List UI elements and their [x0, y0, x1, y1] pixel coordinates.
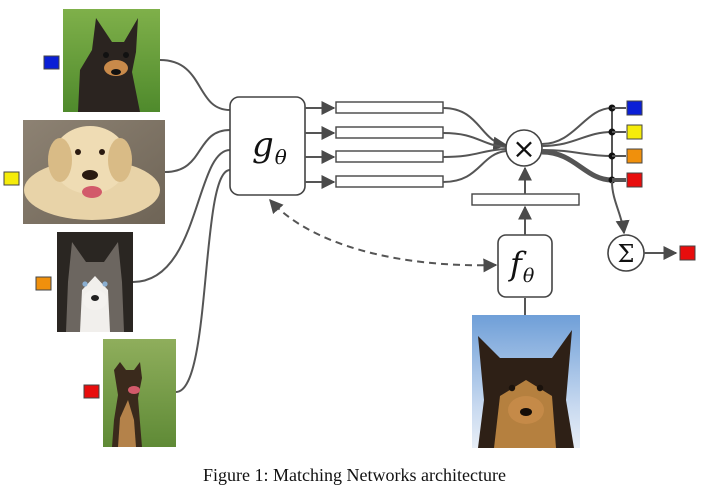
support-embedding-1 [335, 101, 444, 114]
output-label-blue [626, 100, 643, 116]
output-label-orange [626, 148, 643, 164]
multiply-symbol: × [512, 132, 535, 165]
support-embedding-2 [335, 126, 444, 139]
husky-image [57, 232, 133, 332]
label-red [83, 384, 100, 399]
chihuahua-image [63, 9, 160, 112]
output-label-yellow [626, 124, 643, 140]
sum-symbol: Σ [618, 240, 635, 268]
label-yellow [3, 171, 20, 186]
label-blue [43, 55, 60, 70]
g-theta-label: gθ [252, 125, 287, 169]
labrador-image [23, 120, 165, 224]
shared-parameter-link [269, 198, 498, 273]
output-label-red [626, 172, 643, 188]
german-shepherd-image [103, 339, 176, 447]
multiply-node [505, 129, 543, 167]
support-embedding-4 [335, 175, 444, 188]
result-label [679, 245, 696, 261]
g-theta-box [229, 96, 306, 196]
figure-caption: Figure 1: Matching Networks architecture [203, 465, 506, 485]
query-embedding [471, 193, 580, 206]
support-embedding-3 [335, 150, 444, 163]
label-orange [35, 276, 52, 291]
query-german-shepherd-image [472, 315, 580, 448]
